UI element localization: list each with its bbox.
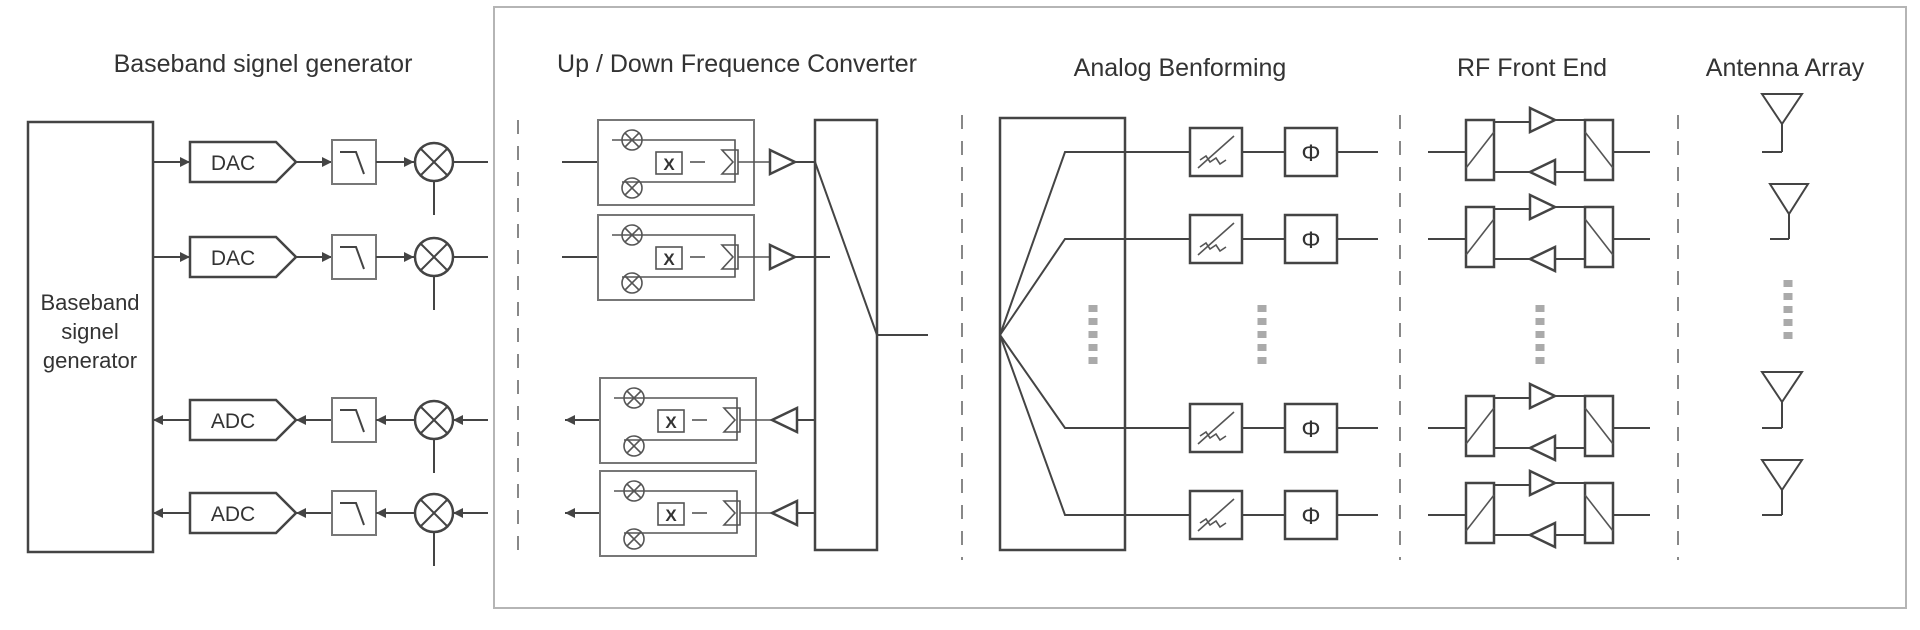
converter-module: [599, 470, 757, 557]
baseband-block-label: generator: [43, 348, 137, 373]
baseband-generator-block: [26, 120, 155, 554]
adc-block: [188, 398, 298, 442]
mixer-box-label: X: [665, 506, 677, 525]
mixer-icon: [621, 129, 643, 151]
baseband-block-label: Baseband: [40, 290, 139, 315]
converter-module: [599, 377, 757, 464]
rf-front-end-row: [1428, 382, 1650, 462]
mixer-icon: [621, 177, 643, 199]
adc-block: [188, 491, 298, 535]
rx-chain-1: ADC: [153, 397, 488, 473]
amplifier-icon: [1528, 193, 1558, 221]
mixer-box-label: X: [665, 413, 677, 432]
dac-label: DAC: [211, 247, 255, 270]
beamforming-section-title: Analog Benforming: [1074, 54, 1287, 82]
low-pass-filter: [331, 490, 377, 536]
antenna-icon: [1760, 371, 1804, 429]
tx-chain-1: DAC: [153, 139, 488, 215]
antenna-icon: [1760, 459, 1804, 516]
switch-block: [1583, 118, 1615, 182]
rf-front-end-row: [1428, 469, 1650, 549]
amplifier-icon: [1527, 245, 1557, 273]
rf-chain-frame: [493, 6, 1907, 609]
amplifier-icon: [768, 148, 798, 176]
beamforming-row: Φ: [1125, 126, 1378, 178]
low-pass-filter: [331, 397, 377, 443]
mixer-icon: [623, 435, 645, 457]
mixer-icon: [621, 272, 643, 294]
rx-chain-2: ADC: [153, 490, 488, 566]
antenna-icon: [1768, 183, 1810, 240]
phase-shifter-label: Φ: [1301, 416, 1320, 443]
amplifier-icon: [769, 406, 799, 434]
amplifier-icon: [1527, 158, 1557, 186]
amplifier-icon: [1527, 434, 1557, 462]
baseband-section-title: Baseband signel generator: [114, 50, 413, 78]
mixer-box: [655, 151, 683, 175]
mixer-icon: [621, 224, 643, 246]
low-pass-filter: [331, 139, 377, 185]
beamforming-row: Φ: [1125, 402, 1378, 454]
mixer-box: [657, 502, 685, 526]
mixer-icon: [623, 528, 645, 550]
beamforming-row: Φ: [1125, 489, 1378, 541]
dac-block: [188, 235, 298, 279]
adc-label: ADC: [211, 410, 255, 433]
low-pass-filter: [331, 234, 377, 280]
phase-shifter-block: [1283, 126, 1339, 178]
phase-shifter-block: [1283, 402, 1339, 454]
amplifier-icon: [1528, 469, 1558, 497]
phase-shifter-label: Φ: [1301, 503, 1320, 530]
mixer-icon: [623, 480, 645, 502]
amplifier-icon: [768, 243, 798, 271]
amplifier-icon: [1528, 382, 1558, 410]
amplifier-icon: [1527, 521, 1557, 549]
antenna-icon: [1760, 93, 1804, 153]
antenna-array-section-title: Antenna Array: [1706, 54, 1865, 82]
mixer-box-label: X: [663, 250, 675, 269]
converter-module: [597, 214, 755, 301]
mixer-box-label: X: [663, 155, 675, 174]
converter-module-3: X: [565, 377, 815, 464]
converter-module-2: X: [562, 214, 815, 301]
adc-label: ADC: [211, 503, 255, 526]
dac-label: DAC: [211, 152, 255, 175]
mixer-icon: [623, 387, 645, 409]
amplifier-icon: [769, 499, 799, 527]
rf-front-end-section-title: RF Front End: [1457, 54, 1607, 82]
phase-shifter-label: Φ: [1301, 140, 1320, 167]
converter-module-4: X: [565, 470, 815, 557]
baseband-block-label: signel: [61, 319, 118, 344]
rf-front-end-row: [1428, 106, 1650, 186]
combiner-path: [814, 161, 878, 336]
tx-chain-2: DAC: [153, 234, 488, 310]
phase-shifter-label: Φ: [1301, 227, 1320, 254]
mixer-box: [655, 246, 683, 270]
converter-module-1: X: [562, 119, 815, 206]
rf-front-end-row: [1428, 193, 1650, 273]
converter-module: [597, 119, 755, 206]
amplifier-icon: [1528, 106, 1558, 134]
splitter-fan: [999, 151, 1125, 516]
combiner-block: [813, 118, 879, 552]
dac-block: [188, 140, 298, 184]
beamforming-splitter-block: [998, 116, 1127, 552]
converter-section-title: Up / Down Frequence Converter: [557, 50, 917, 78]
mixer-box: [657, 409, 685, 433]
beamforming-row: Φ: [1125, 213, 1378, 265]
